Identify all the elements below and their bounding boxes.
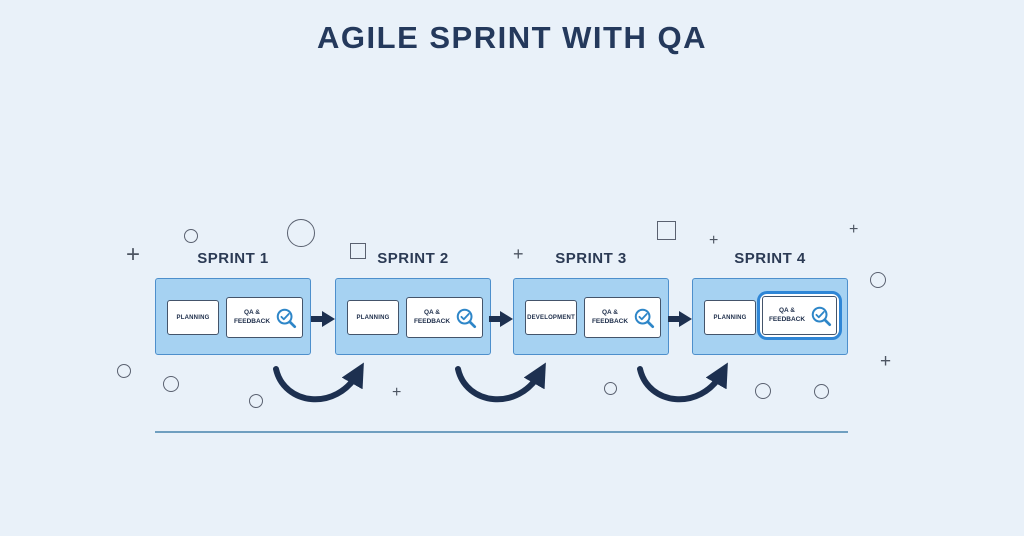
plus-icon: +	[849, 221, 859, 238]
sprint-3-step-qa: QA & FEEDBACK	[584, 297, 661, 338]
sprint-1-qa-label: QA & FEEDBACK	[233, 309, 271, 325]
circle-icon	[814, 384, 829, 399]
plus-icon: +	[513, 244, 524, 264]
circle-icon	[755, 383, 771, 399]
plus-icon: +	[126, 241, 141, 268]
sprint-2-qa-label: QA & FEEDBACK	[413, 309, 451, 325]
curved-iteration-arrow-icon	[273, 362, 364, 403]
arrow-sprint1-to-sprint2-icon	[311, 311, 335, 327]
sprint-1-step-planning: PLANNING	[167, 300, 219, 335]
sprint-2-box: PLANNING QA & FEEDBACK	[335, 278, 491, 355]
plus-icon: +	[709, 232, 719, 249]
sprint-4-step-planning: PLANNING	[704, 300, 756, 335]
sprint-3: SPRINT 3 DEVELOPMENT QA & FEEDBACK	[513, 250, 669, 360]
sprint-1-step-qa: QA & FEEDBACK	[226, 297, 303, 338]
magnifier-check-icon	[456, 308, 477, 328]
circle-icon	[287, 219, 315, 247]
arrow-sprint3-to-sprint4-icon	[668, 311, 692, 327]
sprint-3-qa-label: QA & FEEDBACK	[591, 309, 629, 325]
page-title: AGILE SPRINT WITH QA	[317, 20, 707, 55]
circle-icon	[184, 229, 198, 243]
circle-icon	[604, 382, 617, 395]
circle-icon	[249, 394, 263, 408]
sprint-4-label: SPRINT 4	[734, 250, 806, 267]
sprint-3-box: DEVELOPMENT QA & FEEDBACK	[513, 278, 669, 355]
sprint-1-box: PLANNING QA & FEEDBACK	[155, 278, 311, 355]
plus-icon: +	[392, 384, 402, 401]
circle-icon	[870, 272, 886, 288]
sprint-2: SPRINT 2 PLANNING QA & FEEDBACK	[335, 250, 491, 360]
sprint-1: SPRINT 1 PLANNING QA & FEEDBACK	[155, 250, 311, 360]
sprint-4-step-qa: QA & FEEDBACK	[762, 296, 837, 335]
sprint-2-step-qa: QA & FEEDBACK	[406, 297, 483, 338]
sprint-1-label: SPRINT 1	[197, 250, 269, 267]
arrow-sprint2-to-sprint3-icon	[489, 311, 513, 327]
sprint-2-step-planning: PLANNING	[347, 300, 399, 335]
sprint-4-qa-highlight-ring: QA & FEEDBACK	[757, 291, 842, 340]
sprint-3-label: SPRINT 3	[555, 250, 627, 267]
square-icon	[350, 243, 366, 259]
curved-iteration-arrow-icon	[455, 362, 546, 403]
magnifier-check-icon	[811, 306, 832, 326]
circle-icon	[117, 364, 131, 378]
sprint-4: SPRINT 4 PLANNING QA & FEEDBACK	[692, 250, 848, 360]
sprint-2-label: SPRINT 2	[377, 250, 449, 267]
square-icon	[657, 221, 676, 240]
curved-iteration-arrow-icon	[637, 362, 728, 403]
sprint-3-step-development: DEVELOPMENT	[525, 300, 577, 335]
bottom-divider-line	[155, 431, 848, 433]
plus-icon: +	[880, 351, 892, 372]
magnifier-check-icon	[276, 308, 297, 328]
sprint-4-qa-label: QA & FEEDBACK	[768, 307, 806, 323]
magnifier-check-icon	[634, 308, 655, 328]
sprint-4-box: PLANNING QA & FEEDBACK	[692, 278, 848, 355]
circle-icon	[163, 376, 179, 392]
